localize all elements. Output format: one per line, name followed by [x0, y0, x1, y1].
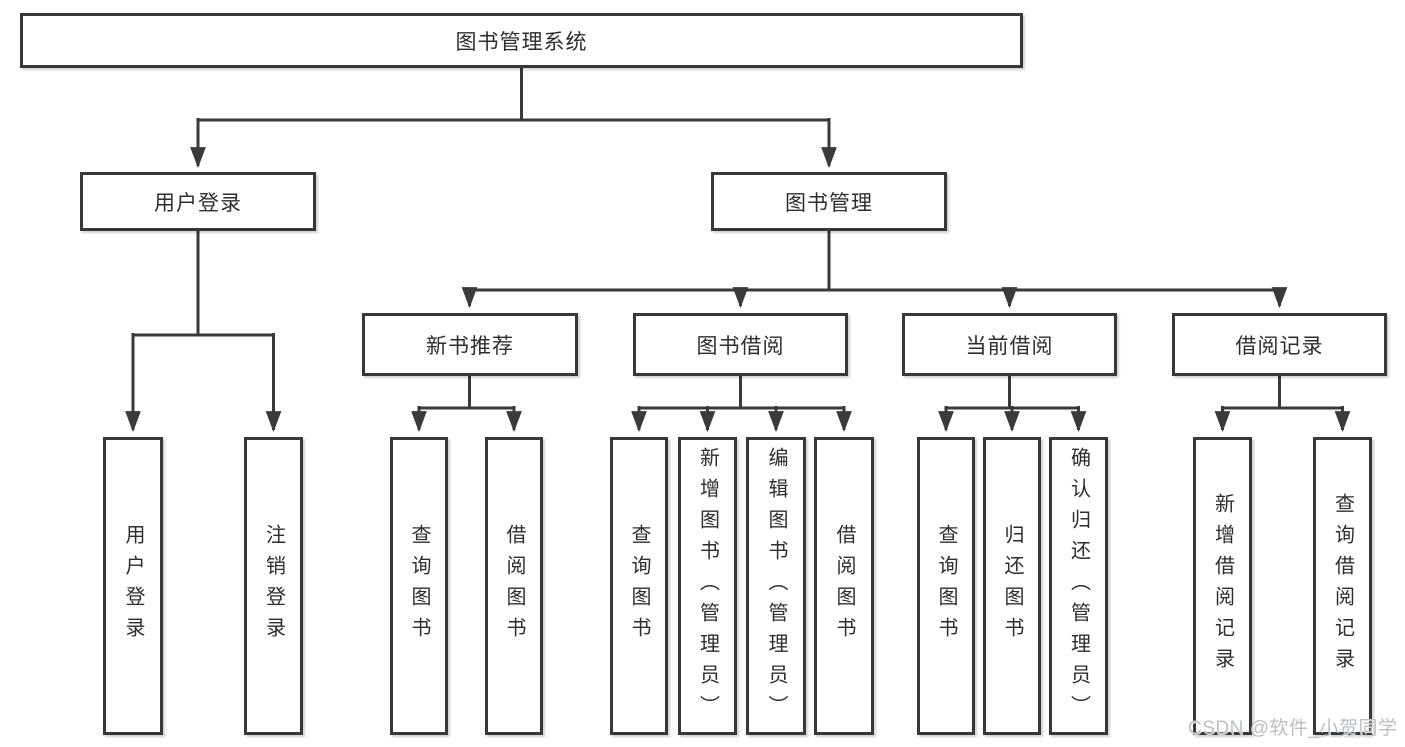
leaf-nbr-query-books: 查询图书 — [390, 437, 448, 735]
leaf-cb-query-books: 查询图书 — [917, 437, 975, 735]
node-new-book-recommend: 新书推荐 — [362, 313, 578, 376]
leaf-br-add-record: 新增借阅记录 — [1193, 437, 1252, 735]
leaf-bb-edit-books-admin: 编辑图书（管理员） — [746, 437, 806, 735]
leaf-bb-add-books-admin: 新增图书（管理员） — [678, 437, 737, 735]
node-current-borrow: 当前借阅 — [902, 313, 1117, 376]
node-book-management: 图书管理 — [711, 172, 947, 231]
leaf-logout: 注销登录 — [244, 437, 303, 735]
leaf-nbr-borrow-books: 借阅图书 — [485, 437, 543, 735]
node-borrow-records: 借阅记录 — [1172, 313, 1387, 376]
leaf-cb-return-books: 归还图书 — [983, 437, 1041, 735]
leaf-user-login: 用户登录 — [103, 437, 163, 735]
leaf-cb-confirm-return-admin: 确认归还（管理员） — [1049, 437, 1108, 735]
node-user-login: 用户登录 — [80, 172, 316, 231]
node-root-system: 图书管理系统 — [20, 13, 1023, 68]
leaf-br-query-record: 查询借阅记录 — [1313, 437, 1372, 735]
node-book-borrow: 图书借阅 — [633, 313, 848, 376]
leaf-bb-query-books: 查询图书 — [610, 437, 668, 735]
leaf-bb-borrow-books: 借阅图书 — [814, 437, 874, 735]
